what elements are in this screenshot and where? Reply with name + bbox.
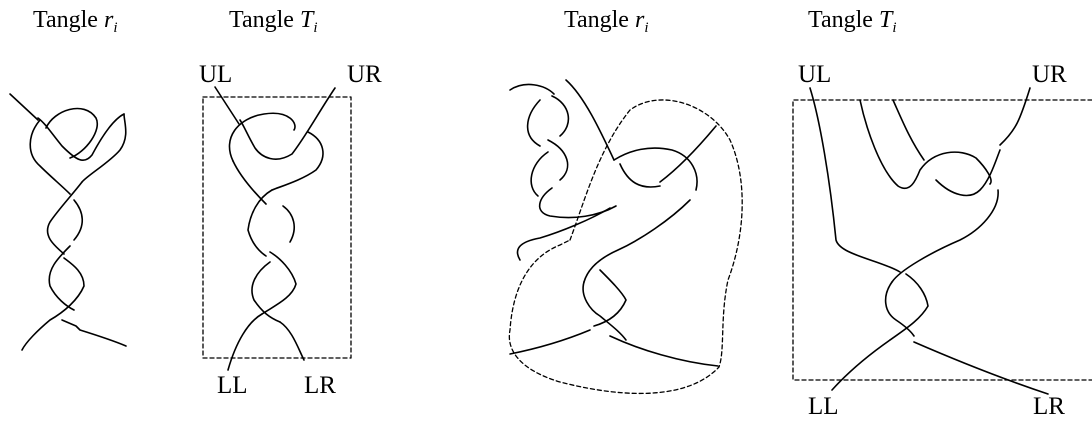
label-ll-right: LL bbox=[808, 393, 839, 420]
tangle-t-left bbox=[202, 86, 352, 371]
strand bbox=[9, 93, 39, 121]
strand bbox=[613, 147, 698, 191]
strand bbox=[46, 181, 83, 255]
strand bbox=[81, 113, 127, 183]
strand bbox=[228, 112, 296, 162]
label-lr-left: LR bbox=[304, 372, 336, 399]
strand bbox=[565, 79, 615, 161]
strand bbox=[261, 251, 297, 315]
strand bbox=[251, 261, 281, 323]
strand bbox=[609, 335, 719, 367]
tangle-r-right bbox=[508, 79, 743, 395]
strand bbox=[551, 95, 570, 137]
strand bbox=[547, 139, 569, 181]
strand bbox=[583, 199, 691, 283]
strand bbox=[29, 119, 71, 195]
strand bbox=[247, 189, 273, 257]
strand bbox=[619, 163, 661, 188]
strand bbox=[891, 189, 999, 283]
title-tangle-t-left: Tangle Ti bbox=[229, 7, 318, 36]
strand bbox=[935, 149, 1001, 197]
strand bbox=[889, 273, 929, 341]
strand bbox=[999, 87, 1031, 146]
strand bbox=[48, 245, 75, 311]
strand bbox=[279, 321, 305, 361]
strand bbox=[509, 83, 555, 95]
label-ul-right: UL bbox=[798, 61, 832, 88]
strand bbox=[530, 151, 549, 197]
title-tangle-r-right: Tangle ri bbox=[564, 7, 649, 36]
strand bbox=[214, 86, 240, 125]
strand bbox=[538, 187, 617, 219]
strand bbox=[892, 99, 925, 161]
strand bbox=[509, 329, 591, 355]
strand bbox=[913, 341, 1049, 395]
strand bbox=[859, 99, 992, 190]
title-tangle-t-right: Tangle Ti bbox=[808, 7, 897, 36]
tangle-t-right bbox=[792, 87, 1092, 395]
strand bbox=[526, 99, 541, 147]
strand bbox=[37, 113, 125, 162]
label-ll-left: LL bbox=[217, 372, 248, 399]
strand bbox=[61, 319, 127, 347]
label-ur-left: UR bbox=[347, 61, 382, 88]
label-ur-right: UR bbox=[1032, 61, 1067, 88]
strand bbox=[45, 107, 99, 159]
strand bbox=[21, 257, 85, 351]
strand bbox=[659, 125, 717, 183]
strand bbox=[582, 281, 627, 341]
strand bbox=[239, 87, 336, 160]
strand bbox=[593, 269, 627, 327]
strand bbox=[831, 339, 891, 391]
tangle-box bbox=[202, 96, 352, 359]
strand bbox=[884, 281, 915, 337]
tangle-box bbox=[792, 99, 1092, 381]
strand bbox=[516, 207, 611, 261]
label-lr-right: LR bbox=[1033, 393, 1065, 420]
title-tangle-r-left: Tangle ri bbox=[33, 7, 118, 36]
tangle-region bbox=[508, 99, 743, 395]
strand bbox=[271, 131, 324, 191]
tangle-r-left bbox=[9, 93, 127, 351]
strand bbox=[232, 160, 267, 205]
strand bbox=[282, 205, 295, 243]
strand bbox=[809, 87, 901, 273]
strand bbox=[73, 199, 84, 241]
label-ul-left: UL bbox=[199, 61, 233, 88]
strand bbox=[227, 313, 263, 371]
